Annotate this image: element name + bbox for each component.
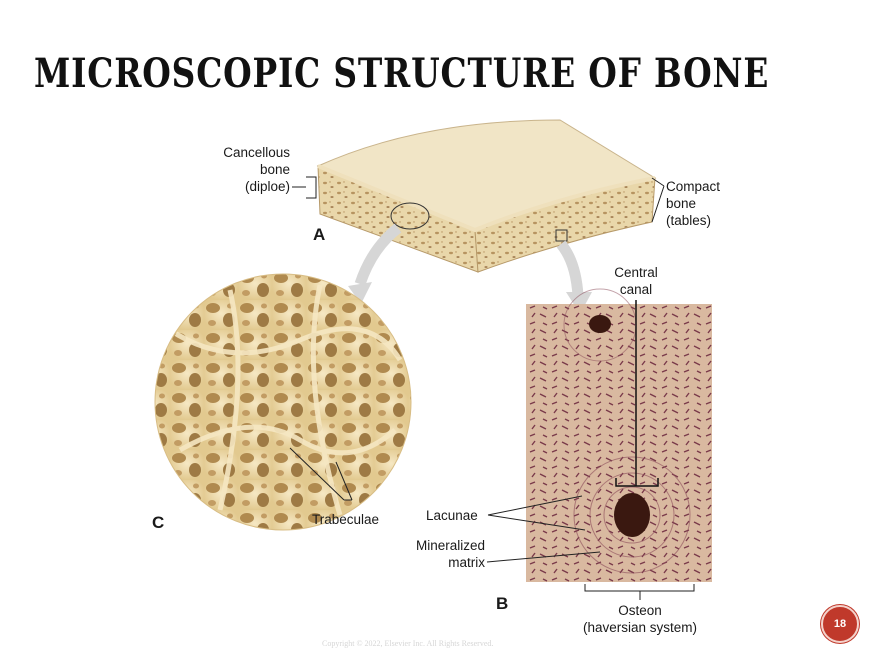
- cancellous-label-line-3: (diploe): [245, 179, 290, 194]
- panel-c-trabecular-bone: [154, 273, 412, 531]
- cancellous-label-line-2: bone: [260, 162, 290, 177]
- page-number-badge: 18: [821, 605, 859, 643]
- arrow-to-panel-b: [556, 240, 584, 297]
- compact-label-line-1: Compact: [666, 179, 720, 194]
- arrow-head-panel-c: [348, 282, 372, 304]
- central-canal-label-line-2: canal: [620, 282, 652, 297]
- osteon-label-line-1: Osteon: [618, 603, 662, 618]
- panel-b-letter: B: [496, 594, 508, 613]
- matrix-label-line-1: Mineralized: [416, 538, 485, 553]
- osteon-label-line-2: (haversian system): [583, 620, 697, 635]
- arrow-to-panel-c: [354, 223, 402, 286]
- arrow-head-panel-b: [566, 292, 592, 314]
- slide-title: MICROSCOPIC STRUCTURE OF BONE: [34, 50, 770, 97]
- panel-a-letter: A: [313, 225, 325, 244]
- cancellous-label-line-1: Cancellous: [223, 145, 290, 160]
- haversian-canal: [614, 493, 650, 537]
- copyright-notice: Copyright © 2022, Elsevier Inc. All Righ…: [322, 639, 494, 648]
- matrix-label-line-2: matrix: [448, 555, 485, 570]
- trabeculae-label: Trabeculae: [312, 512, 379, 527]
- panel-b-osteon-micrograph: [526, 288, 712, 582]
- compact-label-line-3: (tables): [666, 213, 711, 228]
- compact-label-line-2: bone: [666, 196, 696, 211]
- lacunae-label: Lacunae: [426, 508, 478, 523]
- panel-c-letter: C: [152, 513, 164, 532]
- central-canal-label-line-1: Central: [614, 265, 658, 280]
- panel-a-bone-slab: [316, 119, 657, 273]
